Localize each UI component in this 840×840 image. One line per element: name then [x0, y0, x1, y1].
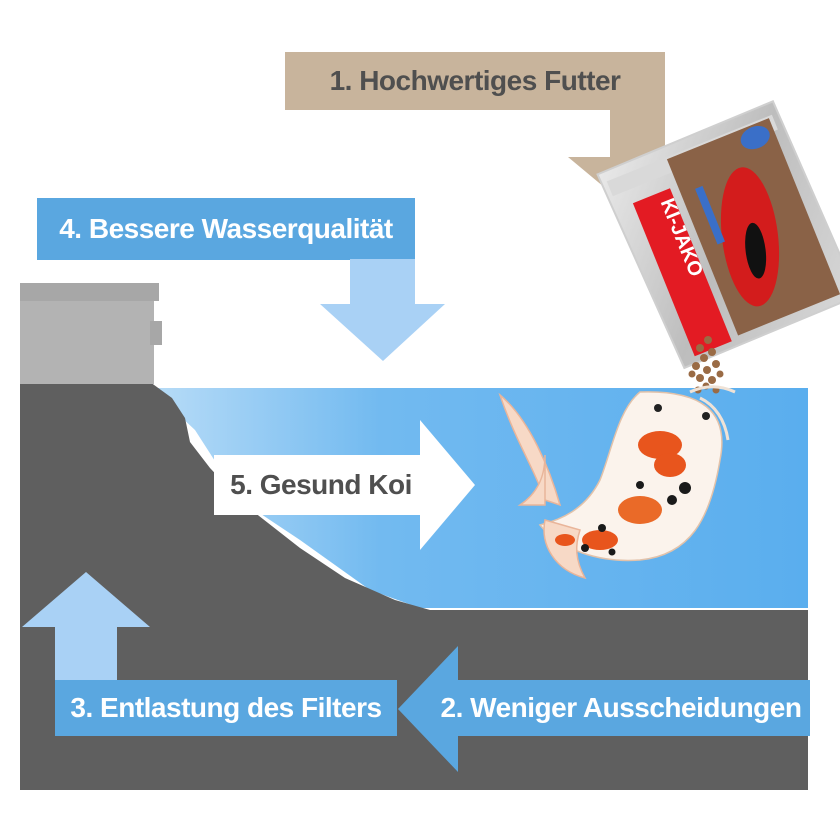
pond-filter-icon — [20, 283, 162, 384]
arrow-left-icon — [398, 646, 810, 772]
arrow-right-icon — [214, 420, 475, 550]
step-3-label: 3. Entlastung des Filters — [70, 692, 382, 723]
koi-fish-icon — [498, 385, 736, 580]
step-4-label: 4. Bessere Wasserqualität — [59, 213, 393, 244]
step-5-label: 5. Gesund Koi — [230, 469, 412, 500]
arrow-down-icon — [37, 198, 445, 361]
step-2-label: 2. Weniger Ausscheidungen — [440, 692, 802, 723]
step-1-label: 1. Hochwertiges Futter — [329, 65, 621, 96]
arrow-up-icon — [22, 572, 397, 736]
food-package-icon: KI-JAKO — [596, 100, 840, 370]
